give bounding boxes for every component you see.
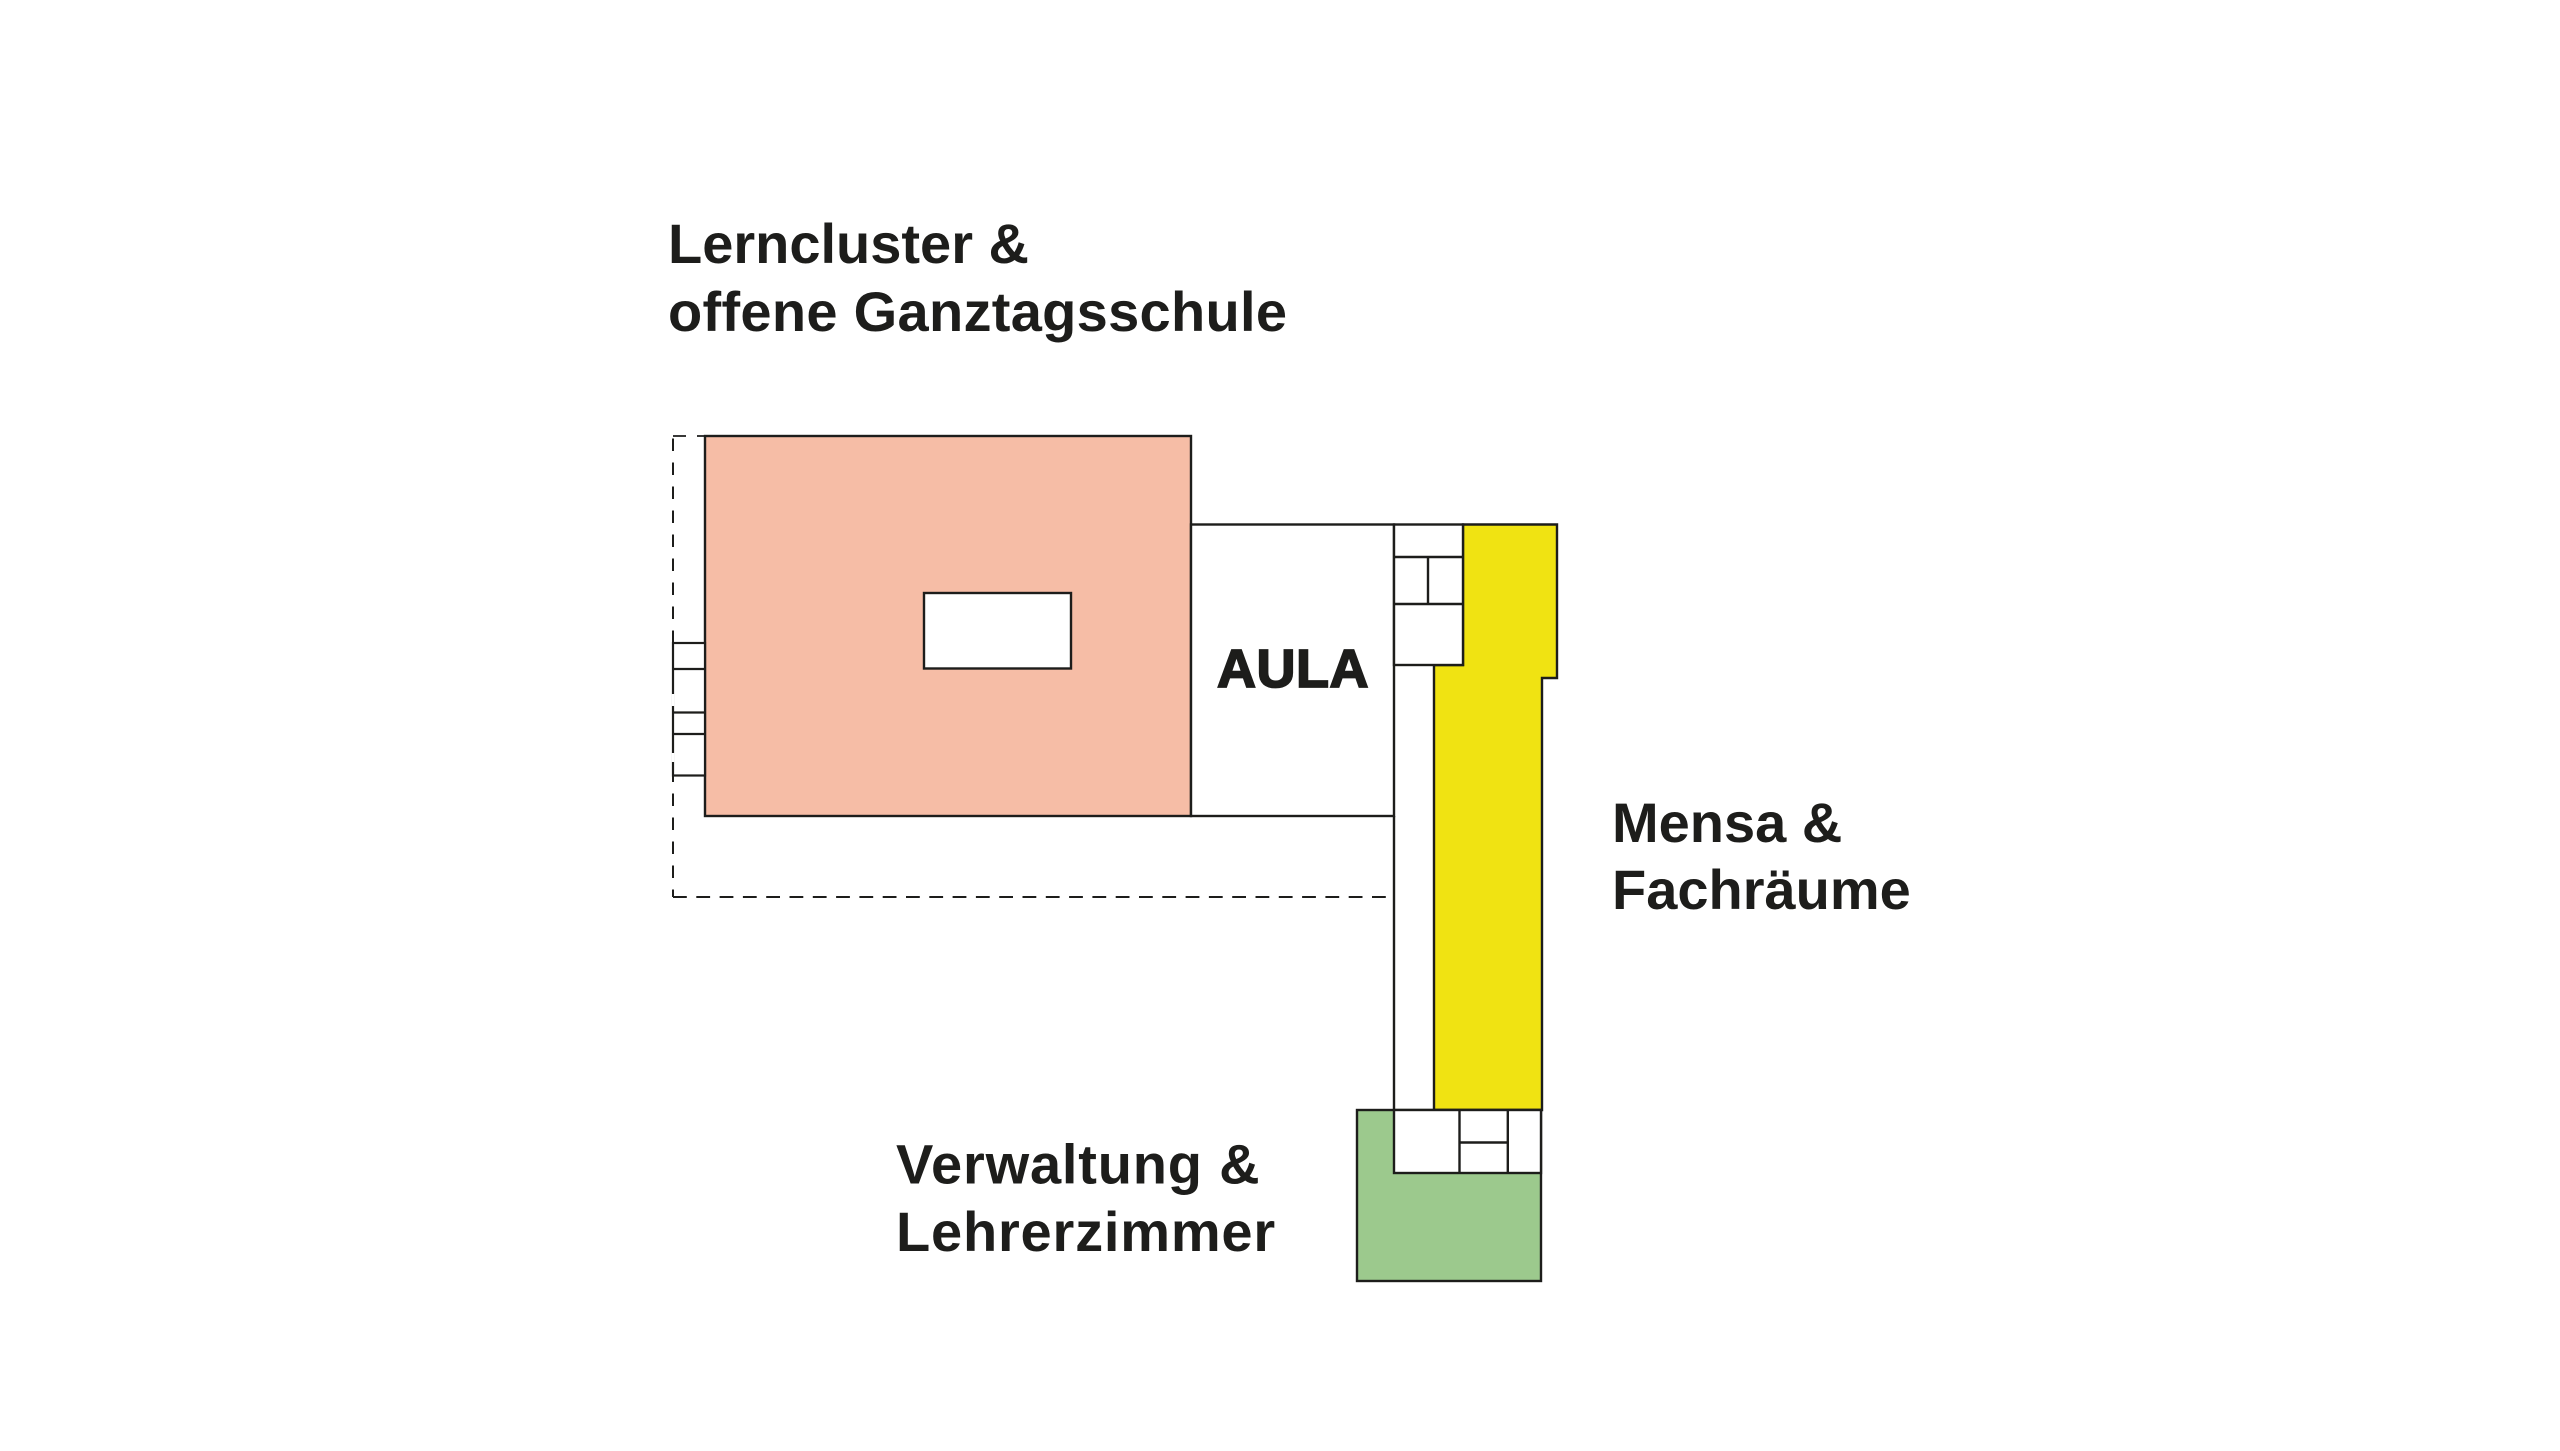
svg-text:Lehrerzimmer: Lehrerzimmer [896, 1200, 1276, 1263]
svg-text:AULA: AULA [1217, 639, 1369, 699]
svg-text:Verwaltung &: Verwaltung & [896, 1133, 1260, 1196]
svg-text:Lerncluster &: Lerncluster & [668, 212, 1029, 275]
svg-text:Fachräume: Fachräume [1612, 858, 1911, 921]
svg-text:offene Ganztagsschule: offene Ganztagsschule [668, 280, 1287, 343]
svg-text:Mensa &: Mensa & [1612, 791, 1842, 854]
